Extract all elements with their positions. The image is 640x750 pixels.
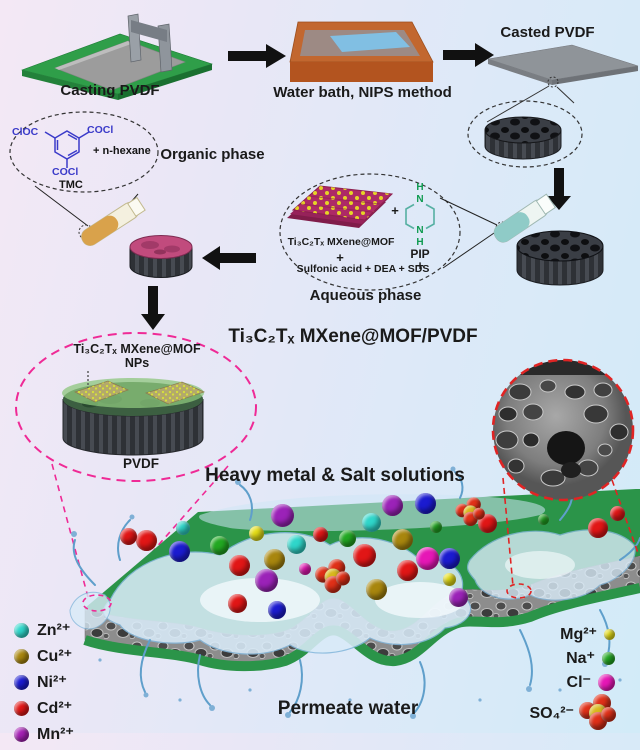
cu-sphere	[14, 648, 29, 664]
legend-item-mn: Mn²⁺	[14, 724, 74, 744]
pvdf-disk-right	[516, 230, 604, 286]
arrow-bath-to-casted	[443, 43, 494, 67]
casting-plate-illustration	[20, 13, 213, 100]
pip-n-bottom: N	[416, 225, 424, 236]
legend-item-so4: SO₄²⁻	[505, 694, 616, 730]
pip-label: PIP	[410, 247, 430, 261]
aqueous-vial	[493, 193, 557, 243]
mn-sphere	[14, 726, 29, 742]
tmc-substituent-bottom: COCl	[52, 166, 79, 178]
plus-pip: +	[416, 258, 424, 273]
so4-cluster	[579, 694, 616, 730]
pip-n-top: N	[416, 194, 424, 205]
arrow-casted-to-aqueous	[547, 168, 571, 210]
zn-sphere	[14, 622, 29, 638]
additives-label: Sulfonic acid + DEA + SDS	[296, 263, 430, 275]
legend-item-cu: Cu²⁺	[14, 646, 74, 666]
arrow-aqueous-to-membrane	[202, 246, 256, 270]
so4-label: SO₄²⁻	[529, 705, 574, 722]
nps-label-line2: NPs	[124, 356, 150, 370]
aqueous-phase-label: Aqueous phase	[309, 287, 422, 304]
mg-label: Mg²⁺	[560, 626, 597, 643]
ni-sphere	[14, 674, 29, 690]
pip-structure	[405, 203, 435, 230]
composite-membrane-disk	[129, 235, 193, 278]
pip-h-bottom: H	[416, 237, 424, 248]
cd-sphere	[14, 700, 29, 716]
nps-inset-bubble	[15, 332, 257, 601]
cu-label: Cu²⁺	[37, 648, 73, 665]
mn-label: Mn²⁺	[37, 726, 74, 743]
casted-sheet-illustration	[487, 44, 639, 85]
organic-phase-label: Organic phase	[160, 146, 265, 163]
permeate-water-label: Permeate water	[277, 698, 419, 719]
heavy-metal-legend: Zn²⁺ Cu²⁺ Ni²⁺ Cd²⁺ Mn²⁺	[14, 620, 74, 750]
mxene-mof-label: Ti₃C₂Tₓ MXene@MOF	[287, 236, 395, 248]
na-label: Na⁺	[566, 650, 595, 667]
mxene-mof-structure	[287, 185, 394, 228]
pvdf-support-label: PVDF	[122, 456, 159, 471]
casted-pvdf-label: Casted PVDF	[500, 24, 595, 41]
zn-label: Zn²⁺	[37, 622, 71, 639]
ni-label: Ni²⁺	[37, 674, 67, 691]
water-bath-label: Water bath, NIPS method	[273, 84, 452, 101]
plus-mxene: +	[336, 250, 344, 265]
arrow-membrane-to-inset	[141, 286, 165, 330]
pip-h-top: H	[416, 182, 424, 193]
casting-pvdf-label: Casting PVDF	[60, 82, 160, 99]
mg-sphere	[604, 628, 615, 640]
tmc-substituent-top-left: ClOC	[12, 126, 39, 138]
pink-target-ring	[82, 594, 112, 612]
arrow-casting-to-bath	[228, 44, 286, 68]
legend-item-mg: Mg²⁺	[505, 624, 615, 644]
red-target-ring	[506, 583, 532, 599]
organic-vial	[81, 196, 146, 246]
feed-solution-label: Heavy metal & Salt solutions	[205, 465, 465, 486]
cd-label: Cd²⁺	[37, 700, 73, 717]
n-hexane-label: + n-hexane	[93, 145, 151, 157]
na-sphere	[602, 651, 615, 665]
cl-sphere	[598, 673, 615, 691]
water-bath-illustration	[289, 21, 434, 82]
tmc-substituent-top-right: COCl	[87, 124, 114, 136]
legend-item-cl: Cl⁻	[505, 672, 615, 692]
nps-label-line1: Ti₃C₂Tₓ MXene@MOF	[73, 342, 201, 356]
casted-pvdf-zoom-bubble	[467, 76, 583, 168]
legend-item-cd: Cd²⁺	[14, 698, 74, 718]
legend-item-na: Na⁺	[505, 648, 615, 668]
salt-legend: Mg²⁺ Na⁺ Cl⁻ SO₄²⁻	[505, 624, 616, 734]
tmc-structure	[44, 130, 90, 168]
plus-mid: +	[391, 203, 399, 218]
main-title: Ti₃C₂Tₓ MXene@MOF/PVDF	[228, 326, 478, 347]
sem-zoom-bubble	[491, 358, 639, 587]
cl-label: Cl⁻	[566, 674, 591, 691]
tmc-label: TMC	[59, 179, 83, 191]
legend-item-ni: Ni²⁺	[14, 672, 74, 692]
legend-item-zn: Zn²⁺	[14, 620, 74, 640]
